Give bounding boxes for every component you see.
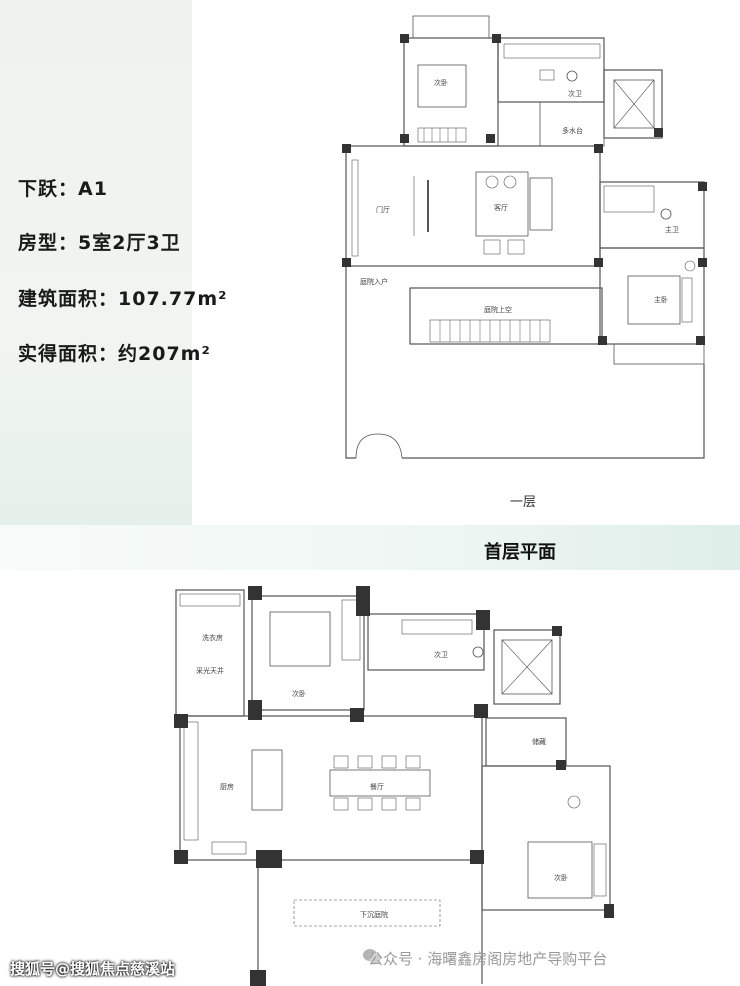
lower-kitchen-island [251, 749, 283, 811]
upper-room-bathroom: 次卫 [568, 89, 582, 98]
lower-room-bathroom: 次卫 [434, 650, 448, 659]
lower-room-dining: 餐厅 [370, 782, 384, 791]
upper-room-courtyard-entry: 庭院入户 [360, 277, 388, 286]
built-area-label: 建筑面积：107.77m² [18, 288, 228, 310]
watermark-left: 搜狐号@搜狐焦点慈溪站 [10, 960, 176, 978]
lower-room-sunken-court: 下沉庭院 [360, 910, 388, 919]
upper-courtyard-void [409, 287, 603, 345]
lower-bedroom-b [481, 765, 611, 911]
actual-area-label: 实得面积：约207m² [18, 343, 211, 365]
title-band [0, 525, 740, 570]
lower-bedroom-a [251, 595, 365, 711]
upper-room-master-bath: 主卫 [665, 225, 679, 234]
lower-elevator [493, 629, 561, 705]
type-label: 房型：5室2厅3卫 [18, 232, 181, 254]
lower-dining-table [329, 769, 431, 797]
lower-floor-plan [175, 589, 611, 984]
upper-master-bath [599, 181, 705, 249]
lower-room-bedroom-a: 次卧 [292, 689, 306, 698]
upper-floor-plan [345, 15, 705, 459]
upper-room-master-bed: 主卧 [654, 295, 668, 304]
lower-laundry-outline [175, 589, 245, 717]
upper-master-bedroom [599, 247, 705, 345]
layout-label: 下跃：A1 [18, 178, 108, 200]
lower-room-kitchen: 厨房 [220, 782, 234, 791]
upper-plan-caption: 一层 [510, 495, 537, 510]
lower-room-laundry: 洗衣房 [202, 633, 223, 642]
upper-living-sofa [475, 171, 529, 237]
upper-room-multi-water: 多水台 [562, 126, 583, 135]
upper-bed-icon [417, 64, 467, 108]
upper-room-bedroom: 次卧 [434, 78, 448, 87]
lower-columns [174, 586, 614, 986]
lower-room-bedroom-b: 次卧 [554, 873, 568, 882]
upper-room-courtyard-void: 庭院上空 [484, 305, 512, 314]
upper-courtyard-boundary [345, 266, 356, 459]
wechat-icon [363, 949, 381, 963]
lower-room-skylight: 采光天井 [196, 666, 224, 675]
lower-bathroom [367, 613, 485, 671]
watermark-right: 公众号 · 海曙鑫房阁房地产导购平台 [368, 950, 608, 968]
upper-room-living: 客厅 [494, 203, 508, 212]
upper-room-foyer: 门厅 [376, 205, 390, 214]
lower-storage [485, 717, 567, 767]
lower-plan-title: 首层平面 [484, 542, 556, 563]
lower-room-storage: 储藏 [532, 737, 546, 746]
upper-columns [342, 34, 707, 345]
